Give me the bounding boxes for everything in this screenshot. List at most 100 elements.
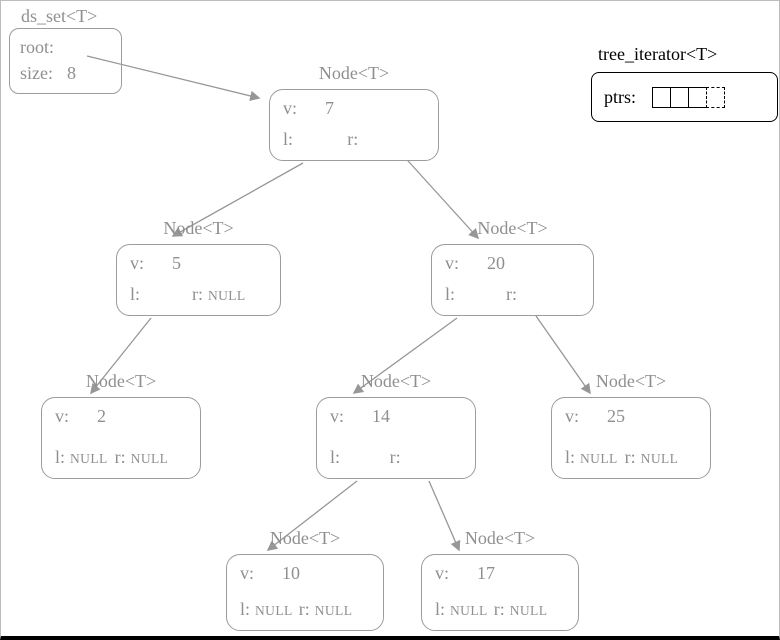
node-box: v: 14 l: r: xyxy=(316,397,476,479)
r-value: NULL xyxy=(509,603,548,618)
r-label: r: xyxy=(624,447,636,467)
r-label: r: xyxy=(493,599,505,619)
v-label: v: xyxy=(55,406,70,426)
v-value: 10 xyxy=(282,563,301,583)
node-children-row: l: NULL r: NULL xyxy=(227,599,383,620)
node-children-row: l: r: xyxy=(317,447,475,468)
r-value: NULL xyxy=(130,451,169,466)
node-title: Node<T> xyxy=(269,528,341,548)
r-slot: r:NULL xyxy=(192,284,246,305)
ptr-cell-dashed xyxy=(706,86,726,108)
node-14: Node<T> v: 14 l: r: xyxy=(316,371,476,479)
ptr-cell xyxy=(688,86,708,108)
l-label: l: xyxy=(330,447,341,467)
node-children-row: l: r: xyxy=(270,129,438,150)
node-title: Node<T> xyxy=(595,371,667,391)
v-label: v: xyxy=(330,406,345,426)
v-value: 20 xyxy=(487,253,506,273)
size-row: size: 8 xyxy=(20,60,121,86)
node-title: Node<T> xyxy=(477,218,548,238)
v-value: 2 xyxy=(97,406,107,426)
l-label: l: xyxy=(283,129,294,149)
v-value: 25 xyxy=(607,406,626,426)
r-label: r: xyxy=(114,447,126,467)
node-25: Node<T> v: 25 l: NULL r: NULL xyxy=(551,371,711,479)
node-value-row: v: 5 xyxy=(117,253,280,274)
v-label: v: xyxy=(565,406,580,426)
ptrs-label: ptrs: xyxy=(604,86,637,107)
ptr-cell xyxy=(670,86,690,108)
node-children-row: l: r: xyxy=(432,284,593,305)
node-value-row: v: 17 xyxy=(422,563,578,584)
v-value: 7 xyxy=(325,98,335,118)
node-box: v: 17 l: NULL r: NULL xyxy=(421,554,579,631)
r-slot: r: xyxy=(390,447,406,468)
node-value-row: v: 7 xyxy=(270,98,438,119)
node-box: v: 25 l: NULL r: NULL xyxy=(551,397,711,479)
ptrs-cells xyxy=(652,86,726,108)
l-label: l: xyxy=(445,284,456,304)
l-label: l: xyxy=(565,447,576,467)
r-label: r: xyxy=(298,599,310,619)
node-title: Node<T> xyxy=(464,528,536,548)
r-slot: r: NULL xyxy=(625,447,679,468)
node-value-row: v: 2 xyxy=(42,406,200,427)
r-value: NULL xyxy=(314,603,353,618)
node-title: Node<T> xyxy=(163,218,234,238)
r-label: r: xyxy=(506,284,518,304)
iterator-title: tree_iterator<T> xyxy=(598,44,718,64)
node-box: v: 7 l: r: xyxy=(269,89,439,161)
v-label: v: xyxy=(283,98,298,118)
r-slot: r: xyxy=(506,284,522,305)
node-value-row: v:10 xyxy=(227,563,383,584)
dsset-root-box: root: size: 8 xyxy=(9,28,122,94)
node-5: Node<T> v: 5 l: r:NULL xyxy=(116,218,281,316)
node-box: v: 20 l: r: xyxy=(431,244,594,316)
v-label: v: xyxy=(445,253,460,273)
size-value: 8 xyxy=(67,63,76,84)
r-label: r: xyxy=(347,129,359,149)
r-value: NULL xyxy=(640,451,679,466)
node-value-row: v: 20 xyxy=(432,253,593,274)
iterator-box: ptrs: xyxy=(591,72,778,122)
v-value: 17 xyxy=(477,563,496,583)
node-box: v: 5 l: r:NULL xyxy=(116,244,281,316)
v-label: v: xyxy=(435,563,450,583)
v-value: 14 xyxy=(372,406,391,426)
l-label: l: xyxy=(435,599,446,619)
l-label: l: xyxy=(130,284,141,304)
node-box: v:10 l: NULL r: NULL xyxy=(226,554,384,631)
r-slot: r: xyxy=(347,129,363,150)
node-title: Node<T> xyxy=(85,371,157,391)
r-slot: r: NULL xyxy=(299,599,353,620)
r-label: r: xyxy=(389,447,401,467)
node-value-row: v: 14 xyxy=(317,406,475,427)
root-label: root: xyxy=(20,37,54,57)
node-children-row: l: NULL r: NULL xyxy=(422,599,578,620)
node-value-row: v: 25 xyxy=(552,406,710,427)
size-label: size: xyxy=(20,63,53,84)
node-title: Node<T> xyxy=(360,371,432,391)
node-children-row: l: r:NULL xyxy=(117,284,280,305)
node-20: Node<T> v: 20 l: r: xyxy=(431,218,594,316)
node-10: Node<T> v:10 l: NULL r: NULL xyxy=(226,528,384,631)
r-slot: r: NULL xyxy=(115,447,169,468)
dsset-title: ds_set<T> xyxy=(21,6,98,26)
node-7: Node<T> v:7 l:r: xyxy=(269,63,439,161)
l-value: NULL xyxy=(580,451,618,466)
l-label: l: xyxy=(240,599,251,619)
l-value: NULL xyxy=(255,603,293,618)
v-value: 5 xyxy=(172,253,182,273)
r-slot: r: NULL xyxy=(494,599,548,620)
l-label: l: xyxy=(55,447,66,467)
node-children-row: l: NULL r: NULL xyxy=(552,447,710,468)
l-value: NULL xyxy=(450,603,488,618)
ptr-cell xyxy=(652,86,672,108)
node-17: Node<T> v: 17 l: NULL r: NULL xyxy=(421,528,579,631)
r-label: r: xyxy=(191,284,203,304)
v-label: v: xyxy=(130,253,145,273)
